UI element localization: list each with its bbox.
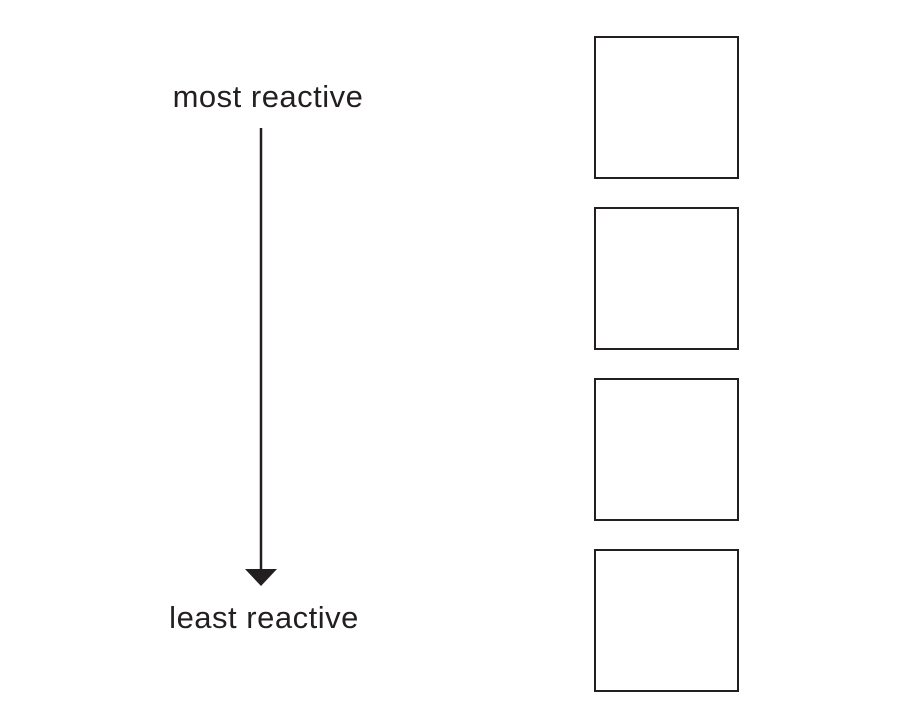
most-reactive-label: most reactive bbox=[172, 79, 364, 114]
down-arrow-icon bbox=[245, 128, 277, 586]
answer-box-2[interactable] bbox=[594, 207, 739, 350]
answer-box-1[interactable] bbox=[594, 36, 739, 179]
answer-box-4[interactable] bbox=[594, 549, 739, 692]
least-reactive-label: least reactive bbox=[169, 600, 359, 635]
answer-box-3[interactable] bbox=[594, 378, 739, 521]
